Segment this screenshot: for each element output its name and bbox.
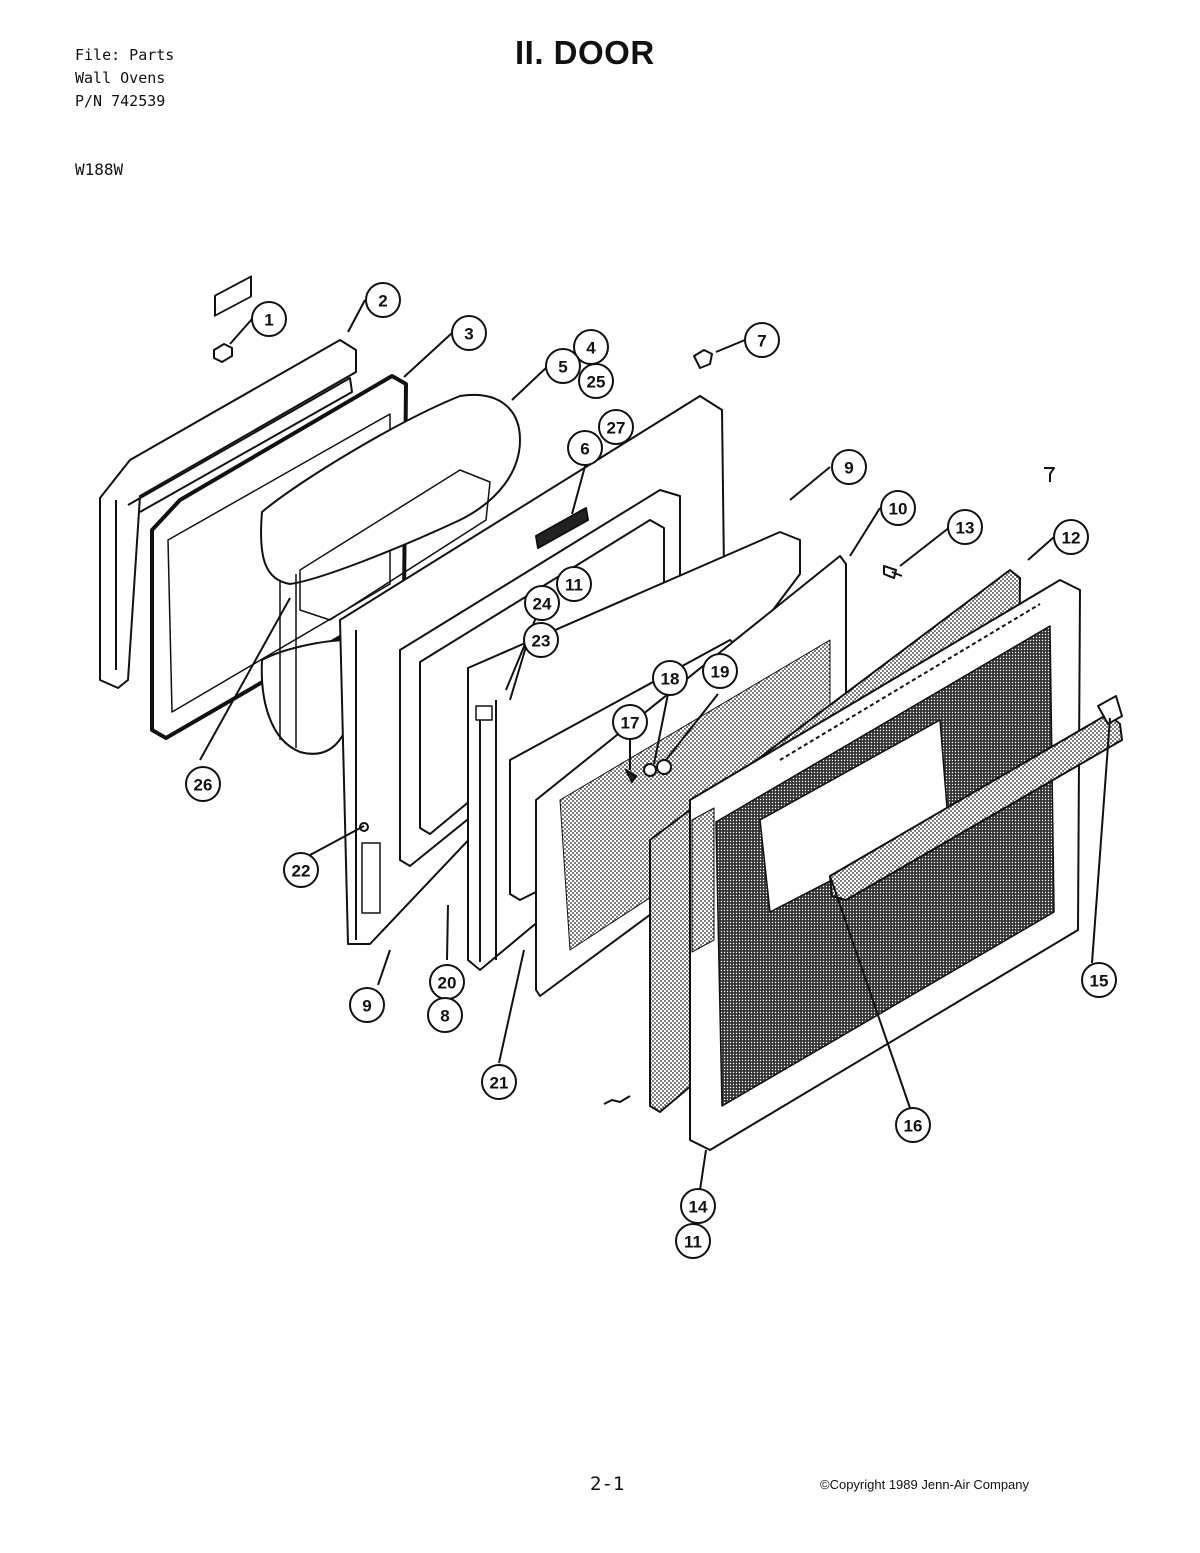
- page-title: II. DOOR: [515, 34, 655, 71]
- part-6-vent: [535, 507, 589, 549]
- callout-6: 6: [567, 430, 603, 466]
- callout-label: 27: [607, 419, 626, 438]
- callout-10: 10: [880, 490, 916, 526]
- part-18-washer: [643, 763, 657, 777]
- callout-17: 17: [612, 704, 648, 740]
- callout-18: 18: [652, 660, 688, 696]
- callout-label: 20: [438, 974, 457, 993]
- callout-21: 21: [481, 1064, 517, 1100]
- screw-top-right: [1044, 467, 1055, 482]
- callout-3: 3: [451, 315, 487, 351]
- callout-5: 5: [545, 348, 581, 384]
- callout-14: 14: [680, 1188, 716, 1224]
- copyright-notice: ©Copyright 1989 Jenn-Air Company: [820, 1477, 1030, 1492]
- callout-label: 13: [956, 519, 975, 538]
- file-label: File: Parts: [75, 46, 175, 64]
- callout-label: 11: [565, 576, 583, 595]
- callout-label: 6: [580, 440, 589, 459]
- callout-label: 22: [292, 862, 311, 881]
- callout-12: 12: [1053, 519, 1089, 555]
- callout-7: 7: [744, 322, 780, 358]
- part-17-screw: [625, 769, 637, 783]
- part-number-label: P/N 742539: [75, 92, 166, 110]
- callout-label: 25: [587, 373, 606, 392]
- callout-9: 9: [831, 449, 867, 485]
- part-26-inner-glass: [299, 469, 491, 621]
- callout-label: 17: [621, 714, 640, 733]
- product-label: Wall Ovens: [75, 69, 166, 87]
- callout-20: 20: [429, 964, 465, 1000]
- callout-15: 15: [1081, 962, 1117, 998]
- callout-label: 21: [490, 1074, 509, 1093]
- callout-11: 11: [675, 1223, 711, 1259]
- callout-label: 9: [844, 459, 853, 478]
- part-13-screw: [883, 565, 903, 579]
- callout-label: 24: [533, 595, 552, 614]
- callout-19: 19: [702, 653, 738, 689]
- screw-bottom: [603, 1095, 631, 1105]
- callout-label: 12: [1062, 529, 1081, 548]
- callout-label: 3: [464, 325, 473, 344]
- page-number: 2-1: [590, 1473, 625, 1495]
- part-5-insulation: [260, 393, 521, 585]
- callout-13: 13: [947, 509, 983, 545]
- callout-label: 4: [586, 339, 596, 358]
- callout-label: 19: [711, 663, 730, 682]
- callout-26: 26: [185, 766, 221, 802]
- callout-label: 15: [1090, 972, 1109, 991]
- callout-22: 22: [283, 852, 319, 888]
- callout-25: 25: [578, 363, 614, 399]
- callout-label: 2: [378, 292, 387, 311]
- callout-27: 27: [598, 409, 634, 445]
- model-number: W188W: [75, 160, 124, 179]
- part-2-inner-liner: [99, 339, 357, 689]
- callout-16: 16: [895, 1107, 931, 1143]
- callout-label: 16: [904, 1117, 923, 1136]
- callout-24: 24: [524, 585, 560, 621]
- callout-label: 18: [661, 670, 680, 689]
- callout-label: 26: [194, 776, 213, 795]
- callout-label: 9: [362, 997, 371, 1016]
- callout-label: 8: [440, 1007, 449, 1026]
- callout-11: 11: [556, 566, 592, 602]
- callout-1: 1: [251, 301, 287, 337]
- callout-8: 8: [427, 997, 463, 1033]
- callout-label: 1: [264, 311, 273, 330]
- callout-label: 23: [532, 632, 551, 651]
- callout-label: 14: [689, 1198, 708, 1217]
- callout-label: 10: [889, 500, 908, 519]
- part-7-screw: [693, 349, 713, 369]
- callout-9: 9: [349, 987, 385, 1023]
- callout-label: 5: [558, 358, 567, 377]
- callout-label: 7: [757, 332, 766, 351]
- part-1-clip: [213, 343, 233, 363]
- callout-label: 11: [684, 1233, 702, 1252]
- callout-23: 23: [523, 622, 559, 658]
- part-19-washer: [656, 759, 672, 775]
- callout-2: 2: [365, 282, 401, 318]
